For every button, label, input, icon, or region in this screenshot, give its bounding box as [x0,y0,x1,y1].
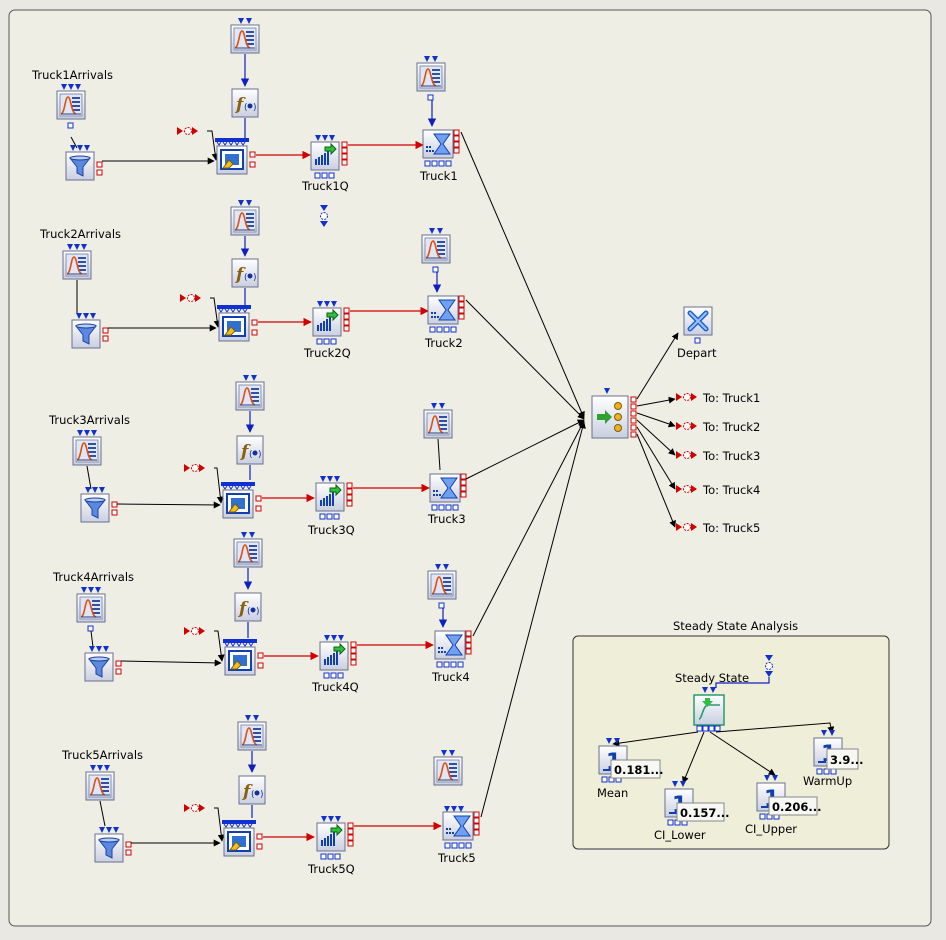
warmup-stat-icon[interactable]: 3.9... [813,730,863,775]
distribution-icon[interactable] [427,564,457,609]
create-funnel-icon[interactable] [94,827,132,863]
activity-label: Truck2 [424,336,463,350]
route-truck3[interactable]: To: Truck3 [675,449,760,463]
merge-connectors [460,131,586,818]
catch-connector[interactable] [320,205,328,227]
route-truck4[interactable]: To: Truck4 [675,483,760,497]
distribution-icon[interactable] [76,587,106,632]
equation-icon[interactable] [231,258,259,288]
queue-label: Truck4Q [311,680,359,694]
route-label: To: Truck4 [702,483,760,497]
mean-value: 0.181... [614,763,663,777]
row-3: Truck3Arrivals Truck3Q [48,375,467,537]
distribution-icon[interactable] [416,56,446,101]
distribution-icon[interactable] [421,228,451,273]
ci-upper-label: CI_Upper [745,822,797,836]
panel-title: Steady State Analysis [673,619,798,633]
set-attribute-icon[interactable] [220,481,262,519]
equation-icon[interactable] [231,88,259,118]
route-truck5[interactable]: To: Truck5 [675,521,760,535]
ci-lower-stat-icon[interactable]: 0.157... [664,781,729,826]
select-output-icon[interactable] [591,388,637,439]
warmup-value: 3.9... [830,753,863,767]
set-attribute-icon[interactable] [222,638,264,676]
arrivals-label: Truck2Arrivals [39,227,121,241]
set-attribute-icon[interactable] [221,819,263,857]
equation-icon[interactable] [238,775,266,805]
activity-label: Truck1 [419,169,458,183]
set-attribute-icon[interactable] [216,304,258,342]
route-label: To: Truck3 [702,449,760,463]
ci-lower-label: CI_Lower [654,828,706,842]
arrivals-label: Truck4Arrivals [52,570,134,584]
activity-label: Truck4 [431,670,470,684]
arrivals-label: Truck1Arrivals [31,68,113,82]
depart-label: Depart [677,346,717,360]
distribution-icon[interactable] [56,84,86,129]
steady-state-icon[interactable] [693,687,725,732]
route-truck1[interactable]: To: Truck1 [675,391,760,405]
catch-connector[interactable] [765,655,773,677]
ci-lower-value: 0.157... [680,806,729,820]
row-2: Truck2Arrivals Truck2Q [39,200,465,360]
steady-state-panel: Steady State Analysis Steady State [572,619,890,850]
steady-state-label: Steady State [675,671,749,685]
queue-label: Truck3Q [307,523,355,537]
create-funnel-icon[interactable] [65,145,103,181]
mean-label: Mean [597,786,628,800]
queue-label: Truck5Q [307,862,355,876]
row-5: Truck5Arrivals Truck5Q [61,715,480,876]
arrivals-label: Truck3Arrivals [48,413,130,427]
route-label: To: Truck2 [702,420,760,434]
ci-upper-stat-icon[interactable]: 0.206... [756,775,821,820]
ci-upper-value: 0.206... [772,800,821,814]
equation-icon[interactable] [236,435,264,465]
create-funnel-icon[interactable] [71,313,109,349]
arrivals-label: Truck5Arrivals [61,748,143,762]
set-attribute-icon[interactable] [214,137,256,175]
mean-stat-icon[interactable]: 0.181... [598,738,663,783]
route-label: To: Truck1 [702,391,760,405]
warmup-label: WarmUp [803,774,852,788]
equation-icon[interactable] [234,592,262,622]
activity-label: Truck3 [427,512,466,526]
row-4: Truck4Arrivals Truck4Q [52,532,472,694]
route-truck2[interactable]: To: Truck2 [675,420,760,434]
activity-label: Truck5 [437,851,476,865]
route-label: To: Truck5 [702,521,760,535]
create-funnel-icon[interactable] [84,646,122,682]
dispose-icon[interactable] [683,306,713,344]
queue-label: Truck2Q [303,346,351,360]
row-1: Truck1Arrivals Truck1Q [31,18,460,227]
queue-label: Truck1Q [301,179,349,193]
